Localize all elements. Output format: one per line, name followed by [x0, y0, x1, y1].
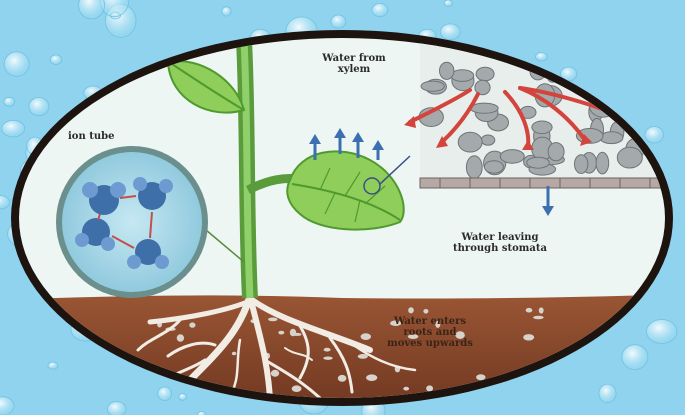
soil-particle [473, 397, 483, 401]
leaf-cell [500, 150, 524, 164]
soil-particle [323, 357, 332, 360]
soil-particle [268, 318, 277, 322]
stomata-label-line1: Water leaving [440, 232, 560, 243]
soil-particle [324, 348, 331, 352]
soil-particle [534, 389, 540, 393]
leaf-cell [421, 81, 444, 91]
water-droplet [331, 15, 346, 28]
soil-particle [426, 385, 433, 391]
soil-particle [142, 379, 154, 383]
leaf-cell [635, 87, 660, 103]
water-droplet [440, 24, 460, 40]
leaf-cell [548, 143, 564, 161]
leaf-cell [466, 156, 482, 179]
water-droplet [647, 320, 677, 344]
water-droplet [48, 362, 58, 369]
water-droplet [599, 384, 616, 403]
ion-tube-label: ion tube [68, 131, 114, 142]
water-droplet [444, 0, 452, 7]
leaf-cell [481, 135, 495, 145]
leaf-cell [484, 161, 503, 173]
water-droplet [50, 55, 62, 65]
stomata-label-line2: through stomata [440, 243, 560, 254]
soil-particle [423, 309, 428, 314]
leaf-cell [624, 110, 641, 122]
soil-particle [293, 333, 302, 336]
leaf-cell [596, 152, 609, 174]
xylem-label-line2: xylem [306, 64, 402, 75]
soil-particle [175, 383, 185, 390]
water-droplet [4, 97, 15, 106]
leaf-cell [476, 67, 494, 81]
soil-particle [526, 308, 533, 313]
water-droplet [222, 7, 231, 16]
xylem-label: Water from xylem [306, 53, 402, 75]
soil-particle [408, 307, 414, 313]
water-droplet [179, 394, 187, 401]
water-droplet [372, 3, 388, 16]
soil-particle [232, 352, 237, 356]
soil-label-line2: roots and [370, 327, 490, 338]
water-droplet [645, 127, 664, 144]
soil-particle [476, 374, 485, 380]
leaf-cell [619, 100, 644, 116]
soil-particle [271, 370, 279, 377]
leaf-cell [569, 54, 581, 67]
water-droplet [79, 0, 105, 19]
soil-particle [533, 316, 544, 319]
leaf-cell [627, 42, 650, 55]
soil-particle [338, 375, 347, 382]
stomata-label: Water leaving through stomata [440, 232, 560, 254]
water-droplet [107, 402, 126, 415]
soil-particle [539, 307, 544, 313]
water-droplet [4, 52, 29, 76]
leaf-cell [470, 103, 498, 113]
water-droplet [2, 120, 25, 137]
water-droplet [0, 196, 10, 209]
water-droplet [29, 98, 49, 116]
leaf-cell [458, 132, 482, 152]
leaf-cell [649, 88, 676, 106]
leaf-cell [532, 121, 552, 134]
soil-label: Water enters roots and moves upwards [370, 316, 490, 349]
xylem-label-line1: Water from [306, 53, 402, 64]
leaf-cell [575, 155, 588, 174]
leaf-cell [624, 35, 636, 58]
soil-particle [189, 322, 195, 327]
soil-particle [292, 385, 302, 392]
water-droplet [158, 387, 172, 401]
water-droplet [536, 53, 548, 61]
soil-particle [177, 334, 184, 342]
soil-particle [537, 397, 543, 400]
soil-particle [523, 334, 534, 340]
leaf-cell [527, 157, 550, 168]
soil-particle [366, 374, 377, 381]
soil-label-line1: Water enters [370, 316, 490, 327]
water-droplet [0, 397, 14, 415]
soil-label-line3: moves upwards [370, 338, 490, 349]
water-droplet [622, 345, 648, 370]
leaf-cell [648, 78, 672, 101]
leaf-cell [440, 62, 454, 79]
water-droplet [198, 411, 206, 415]
leaf-cell [606, 38, 626, 52]
leaf-cell [504, 33, 520, 55]
leaf-cell [652, 60, 666, 70]
soil-particle [278, 331, 284, 335]
leaf-cell [617, 147, 642, 168]
soil-particle [479, 393, 486, 399]
soil-particle [403, 387, 409, 391]
